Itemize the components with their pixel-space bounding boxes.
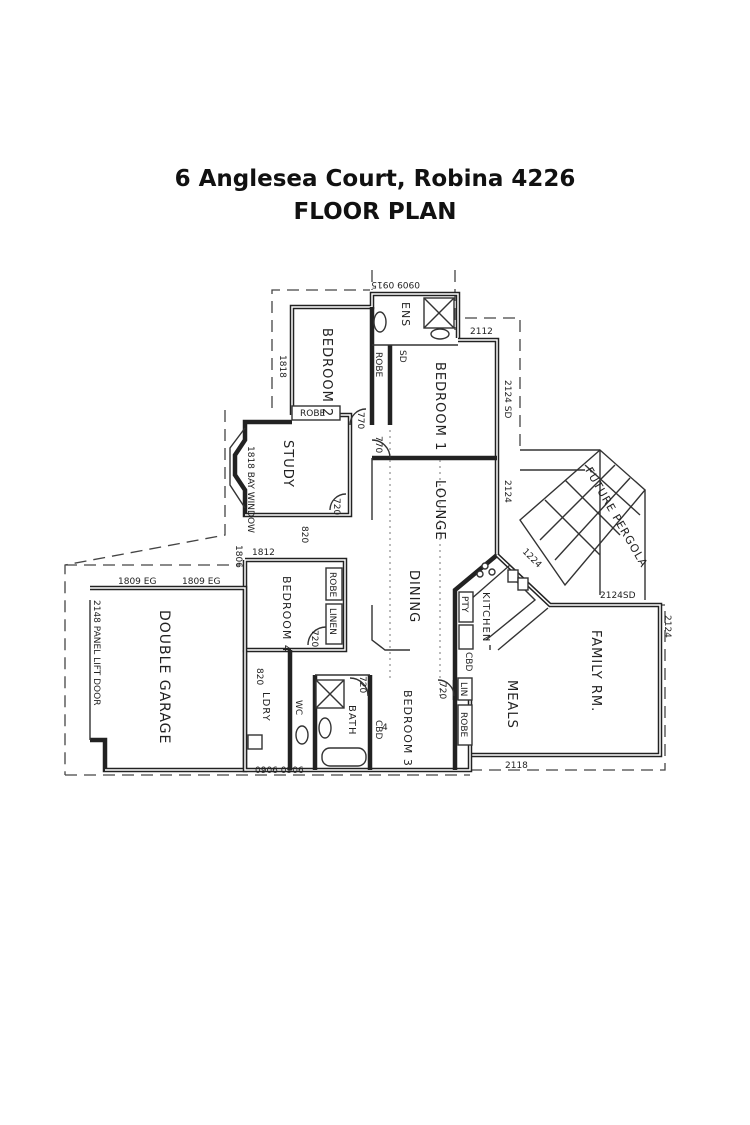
laundry-tub-icon xyxy=(247,734,263,750)
boundary-lines xyxy=(64,270,666,776)
room-future-pergola: FUTURE PERGOLA xyxy=(582,465,650,570)
robe-label-bed4: ROBE xyxy=(327,572,337,598)
dim-bed4-1806: 1806 xyxy=(233,545,243,568)
dim-pergola-1224: 1224 xyxy=(520,547,543,570)
door-720-bed3: 720 xyxy=(437,682,447,699)
basin-icon xyxy=(373,311,387,333)
garage-door-label: 2148 PANEL LIFT DOOR xyxy=(91,600,101,705)
sd-label-ens: SD xyxy=(397,350,407,363)
cooktop-icon xyxy=(481,562,489,570)
dim-garage-window-2: 1809 EG xyxy=(182,577,220,587)
room-laundry: LDRY xyxy=(260,692,271,722)
door-770-bed1: 770 xyxy=(373,436,383,453)
dim-family-bottom: 2118 xyxy=(505,761,528,771)
pantry-cupboard xyxy=(458,591,474,623)
dim-ens-window: 2112 xyxy=(470,327,493,337)
room-bedroom-4: BEDROOM 4 xyxy=(280,576,293,653)
dim-bed2-window: 1818 xyxy=(277,355,287,378)
dim-family-side: 2124 xyxy=(662,615,672,638)
room-bedroom-3: BEDROOM 3 xyxy=(401,690,414,767)
dim-cbd-4: 4 xyxy=(382,723,388,733)
room-bedroom-1: BEDROOM 1 xyxy=(432,362,447,451)
door-820-study: 820 xyxy=(299,526,309,543)
sink-icon xyxy=(507,569,519,583)
robe-label-bed2: ROBE xyxy=(373,352,383,378)
bay-window-label: 1818 BAY WINDOW xyxy=(245,446,255,533)
door-720-bed4: 720 xyxy=(309,630,319,647)
door-swing xyxy=(371,439,391,459)
room-pantry: PTY xyxy=(459,596,469,613)
door-720-study: 720 xyxy=(331,498,341,515)
door-770-bed2: 770 xyxy=(355,412,365,429)
dim-garage-window-1: 1809 EG xyxy=(118,577,156,587)
dim-bath-windows: 0906 0906 xyxy=(255,766,304,776)
robe-bed3 xyxy=(457,704,473,746)
wc-toilet-icon xyxy=(295,725,309,745)
walls xyxy=(89,291,663,773)
room-kitchen: KITCHEN xyxy=(480,592,491,642)
room-lounge: LOUNGE xyxy=(432,480,447,541)
dim-lounge-side: 2124 xyxy=(502,480,512,503)
cbd-label-kitchen: CBD xyxy=(463,652,473,671)
room-study: STUDY xyxy=(280,440,295,488)
linen-cupboard xyxy=(457,677,473,701)
door-swing xyxy=(437,679,455,697)
dim-bed1-side: 2124 SD xyxy=(502,380,512,418)
dim-top-window: 0909 0915 xyxy=(371,279,420,289)
door-swing xyxy=(349,677,369,697)
door-820-ldry: 820 xyxy=(254,668,264,685)
room-double-garage: DOUBLE GARAGE xyxy=(156,610,172,744)
robe-label-study: ROBE xyxy=(300,409,326,419)
linen-label-bed4: LINEN xyxy=(327,608,337,635)
room-meals: MEALS xyxy=(504,680,519,729)
plan-subtitle: FLOOR PLAN xyxy=(293,199,457,225)
room-bedroom-2: BEDROOM 2 xyxy=(319,328,334,417)
door-swing xyxy=(329,493,347,511)
door-swing xyxy=(349,408,367,426)
room-dining: DINING xyxy=(406,570,421,623)
pergola-grid xyxy=(519,449,646,600)
property-address: 6 Anglesea Court, Robina 4226 xyxy=(174,166,576,192)
bathtub-icon xyxy=(321,747,367,767)
door-720-bath: 720 xyxy=(357,676,367,693)
toilet-icon xyxy=(430,328,450,340)
dim-bed4-1812: 1812 xyxy=(252,548,275,558)
door-swing xyxy=(307,626,327,646)
fridge-space xyxy=(458,624,474,650)
room-bath: BATH xyxy=(346,705,357,736)
cbd-label-bed3: CBD xyxy=(373,720,383,739)
room-family: FAMILY RM. xyxy=(588,630,603,712)
linen-label-bed3: LIN xyxy=(458,682,468,696)
dim-family-2124sd: 2124SD xyxy=(600,591,636,601)
room-wc: WC xyxy=(293,700,303,715)
room-ensuite: ENS xyxy=(399,302,412,327)
robe-label-bed3: ROBE xyxy=(458,712,468,738)
fixtures xyxy=(247,297,529,767)
vanity-basin-icon xyxy=(318,717,332,739)
